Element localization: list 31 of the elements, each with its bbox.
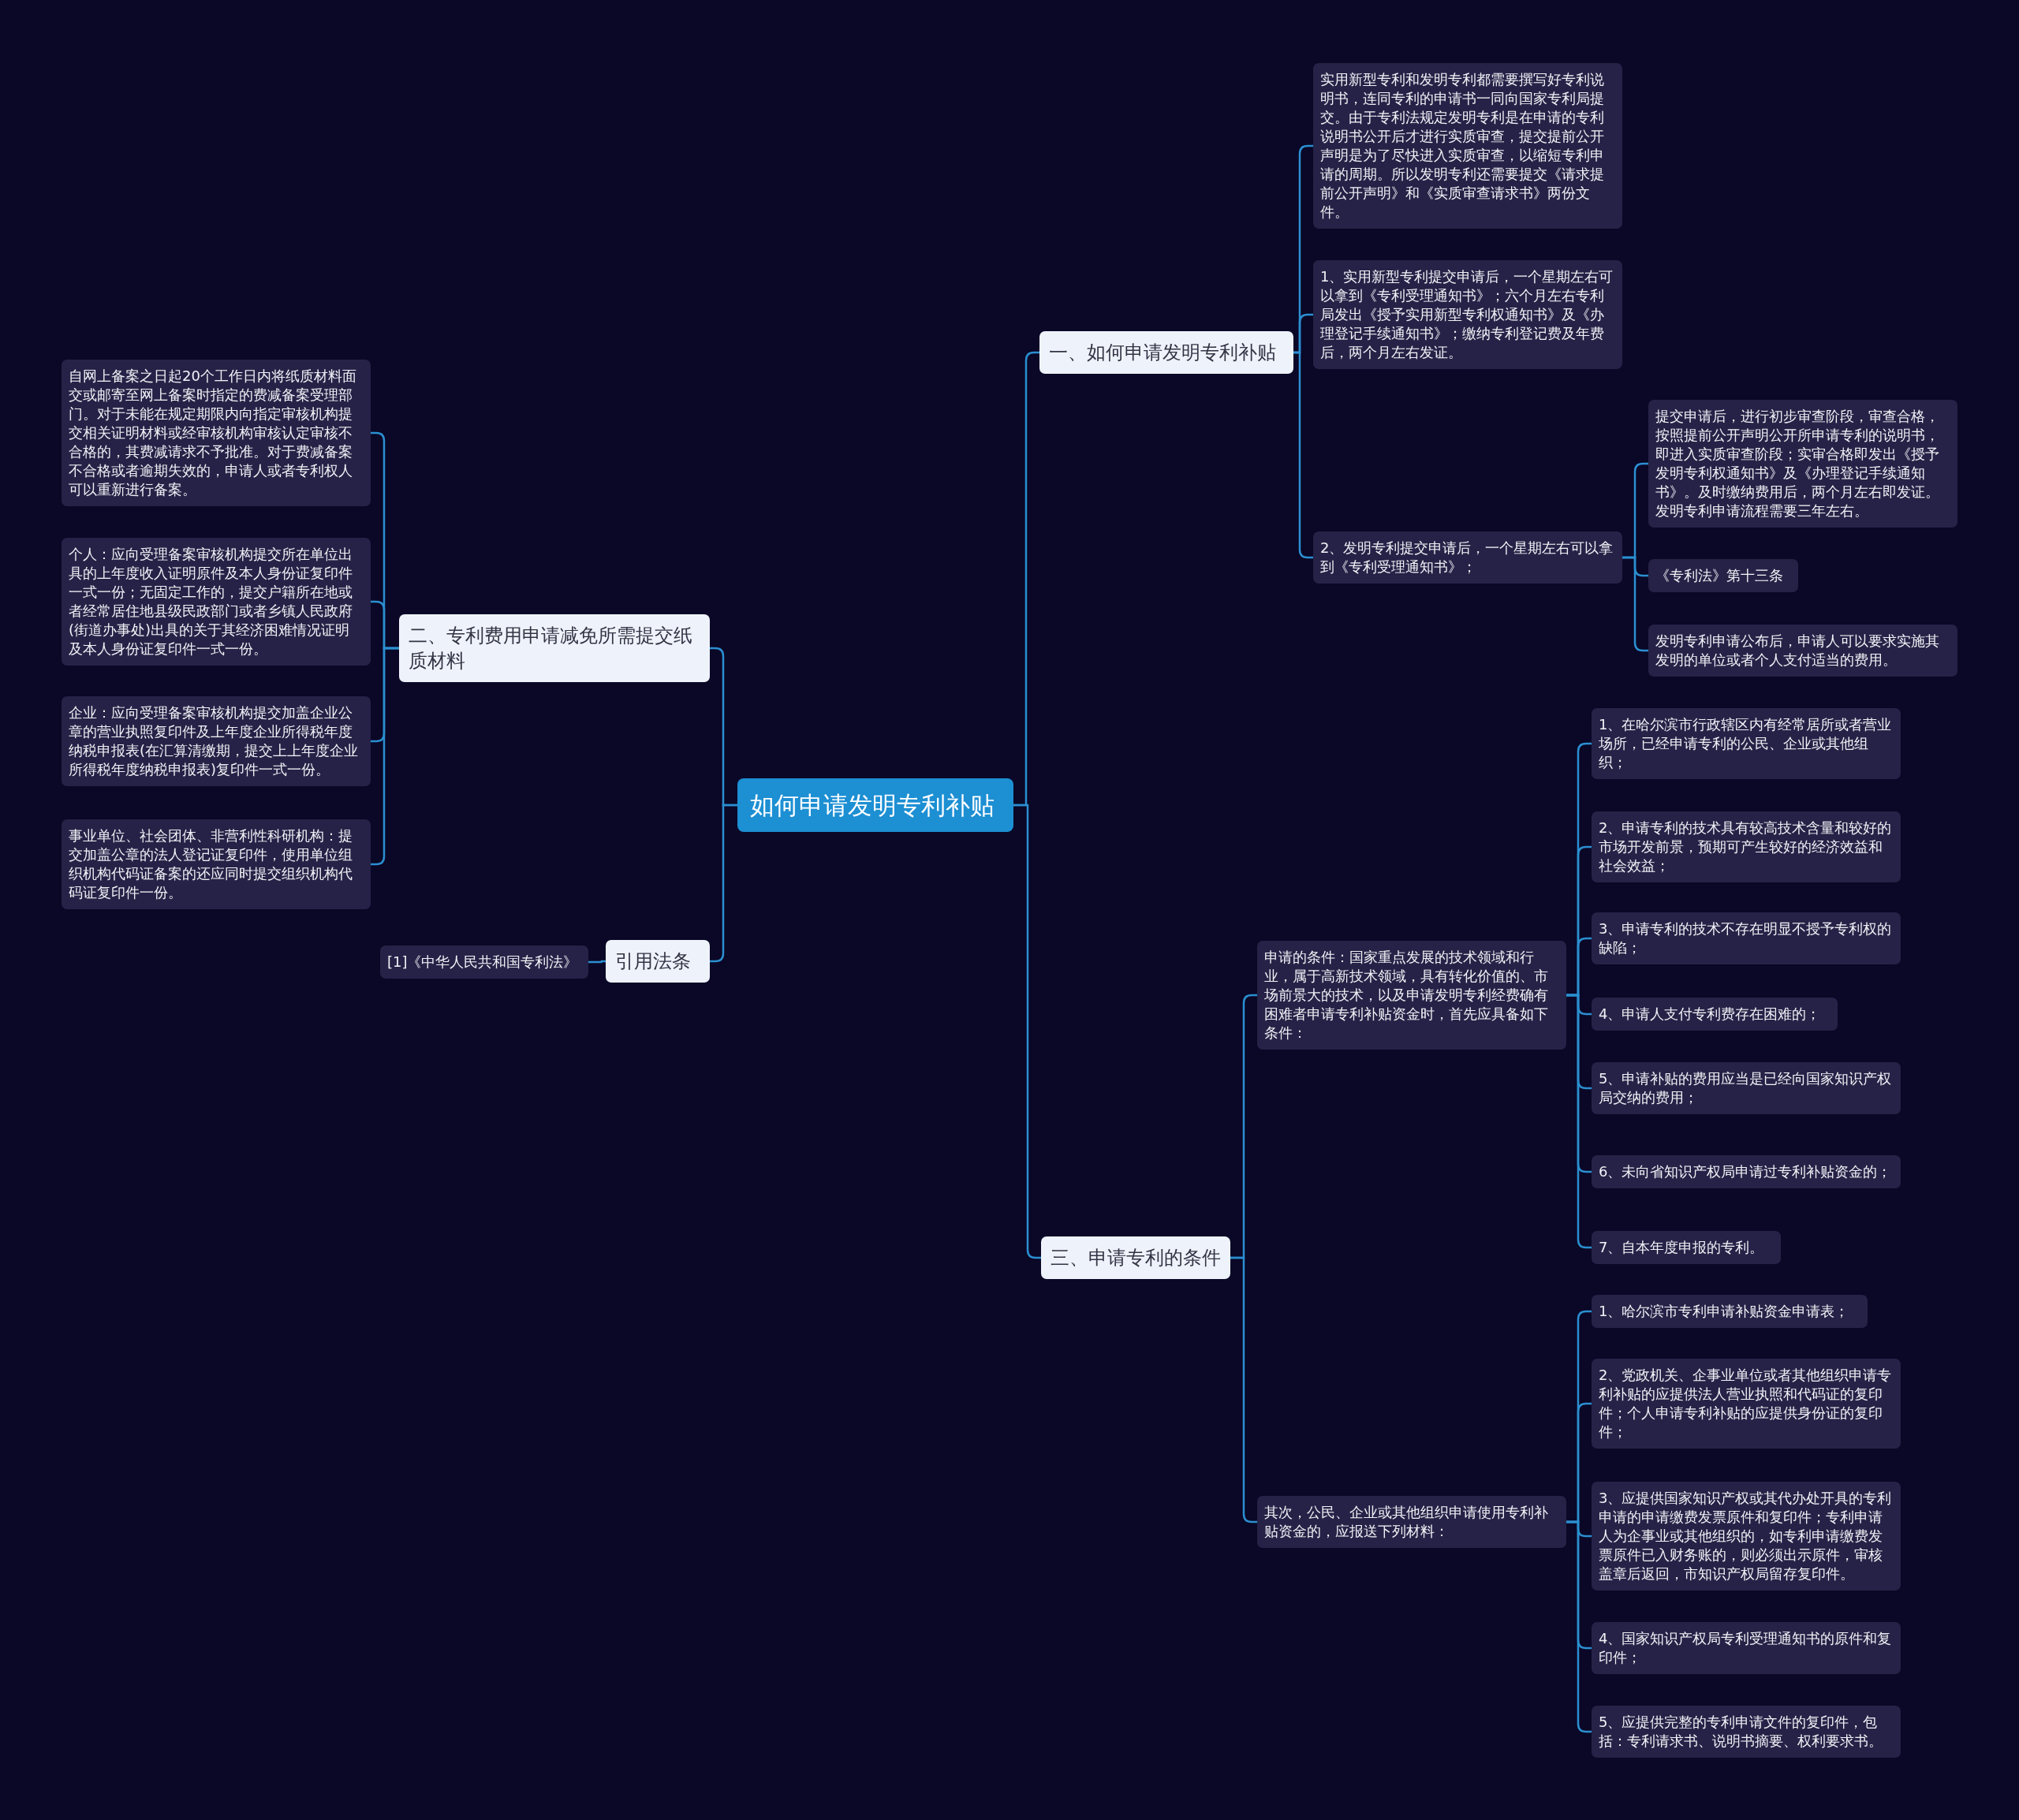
subtopic-card: 4、申请人支付专利费存在困难的； bbox=[1592, 998, 1838, 1031]
subtopic-card: 7、自本年度申报的专利。 bbox=[1592, 1231, 1781, 1264]
subtopic-card: 5、应提供完整的专利申请文件的复印件，包括：专利请求书、说明书摘要、权利要求书。 bbox=[1592, 1706, 1901, 1758]
branch-topic: 引用法条 bbox=[606, 940, 710, 983]
subtopic-card: 3、申请专利的技术不存在明显不授予专利权的缺陷； bbox=[1592, 912, 1901, 964]
subtopic-card: [1]《中华人民共和国专利法》 bbox=[380, 945, 588, 979]
subtopic-card: 申请的条件：国家重点发展的技术领域和行业，属于高新技术领域，具有转化价值的、市场前景大的技术，以及申请发明专利经费确有困难者申请专利补贴资金时，首先应具备如下条件： bbox=[1257, 941, 1566, 1050]
subtopic-card: 6、未向省知识产权局申请过专利补贴资金的； bbox=[1592, 1155, 1901, 1188]
subtopic-card: 其次，公民、企业或其他组织申请使用专利补贴资金的，应报送下列材料： bbox=[1257, 1496, 1566, 1548]
subtopic-card: 实用新型专利和发明专利都需要撰写好专利说明书，连同专利的申请书一同向国家专利局提交。由于专利法规定发明专利是在申请的专利说明书公开后才进行实质审查，提交提前公开声明是为了尽快进入实质审查，以缩短专利申请的周期。所以发明专利还需要提交《请求提前公开声明》和《实质审查请求书》两份文件。 bbox=[1313, 63, 1622, 229]
subtopic-card: 企业：应向受理备案审核机构提交加盖企业公章的营业执照复印件及上年度企业所得税年度纳税申报表(在汇算清缴期，提交上上年度企业所得税年度纳税申报表)复印件一式一份。 bbox=[62, 696, 371, 786]
subtopic-card: 个人：应向受理备案审核机构提交所在单位出具的上年度收入证明原件及本人身份证复印件一式一份；无固定工作的，提交户籍所在地或者经常居住地县级民政部门或者乡镇人民政府(街道办事处)出具的关于其经济困难情况证明及本人身份证复印件一式一份。 bbox=[62, 538, 371, 666]
subtopic-card: 2、发明专利提交申请后，一个星期左右可以拿到《专利受理通知书》； bbox=[1313, 531, 1622, 584]
branch-topic: 二、专利费用申请减免所需提交纸质材料 bbox=[399, 614, 710, 682]
subtopic-card: 1、在哈尔滨市行政辖区内有经常居所或者营业场所，已经申请专利的公民、企业或其他组织； bbox=[1592, 708, 1901, 779]
central-topic: 如何申请发明专利补贴 bbox=[737, 778, 1013, 832]
subtopic-card: 提交申请后，进行初步审查阶段，审查合格，按照提前公开声明公开所申请专利的说明书，即进入实质审查阶段；实审合格即发出《授予发明专利权通知书》及《办理登记手续通知书》。及时缴纳费用后，两个月左右即发证。发明专利申请流程需要三年左右。 bbox=[1648, 400, 1957, 528]
subtopic-card: 5、申请补贴的费用应当是已经向国家知识产权局交纳的费用； bbox=[1592, 1062, 1901, 1114]
subtopic-card: 《专利法》第十三条 bbox=[1648, 559, 1798, 592]
subtopic-card: 2、申请专利的技术具有较高技术含量和较好的市场开发前景，预期可产生较好的经济效益和社会效益； bbox=[1592, 811, 1901, 882]
subtopic-card: 自网上备案之日起20个工作日内将纸质材料面交或邮寄至网上备案时指定的费减备案受理部门。对于未能在规定期限内向指定审核机构提交相关证明材料或经审核机构审核认定审核不合格的，其费减请求不予批准。对于费减备案不合格或者逾期失效的，申请人或者专利权人可以重新进行备案。 bbox=[62, 360, 371, 506]
subtopic-card: 4、国家知识产权局专利受理通知书的原件和复印件； bbox=[1592, 1622, 1901, 1674]
subtopic-card: 发明专利申请公布后，申请人可以要求实施其发明的单位或者个人支付适当的费用。 bbox=[1648, 625, 1957, 677]
subtopic-card: 2、党政机关、企事业单位或者其他组织申请专利补贴的应提供法人营业执照和代码证的复印件；个人申请专利补贴的应提供身份证的复印件； bbox=[1592, 1359, 1901, 1449]
branch-topic: 一、如何申请发明专利补贴 bbox=[1039, 331, 1293, 374]
connector-line bbox=[588, 960, 606, 964]
subtopic-card: 1、哈尔滨市专利申请补贴资金申请表； bbox=[1592, 1295, 1868, 1328]
subtopic-card: 1、实用新型专利提交申请后，一个星期左右可以拿到《专利受理通知书》；六个月左右专利局发出《授予实用新型专利权通知书》及《办理登记手续通知书》；缴纳专利登记费及年费后，两个月左右发证。 bbox=[1313, 260, 1622, 369]
subtopic-card: 事业单位、社会团体、非营利性科研机构：提交加盖公章的法人登记证复印件，使用单位组织机构代码证备案的还应同时提交组织机构代码证复印件一份。 bbox=[62, 819, 371, 909]
subtopic-card: 3、应提供国家知识产权或其代办处开具的专利申请的申请缴费发票原件和复印件；专利申请人为企事业或其他组织的，如专利申请缴费发票原件已入财务账的，则必须出示原件，审核盖章后返回，市知识产权局留存复印件。 bbox=[1592, 1482, 1901, 1591]
branch-topic: 三、申请专利的条件 bbox=[1041, 1236, 1230, 1279]
